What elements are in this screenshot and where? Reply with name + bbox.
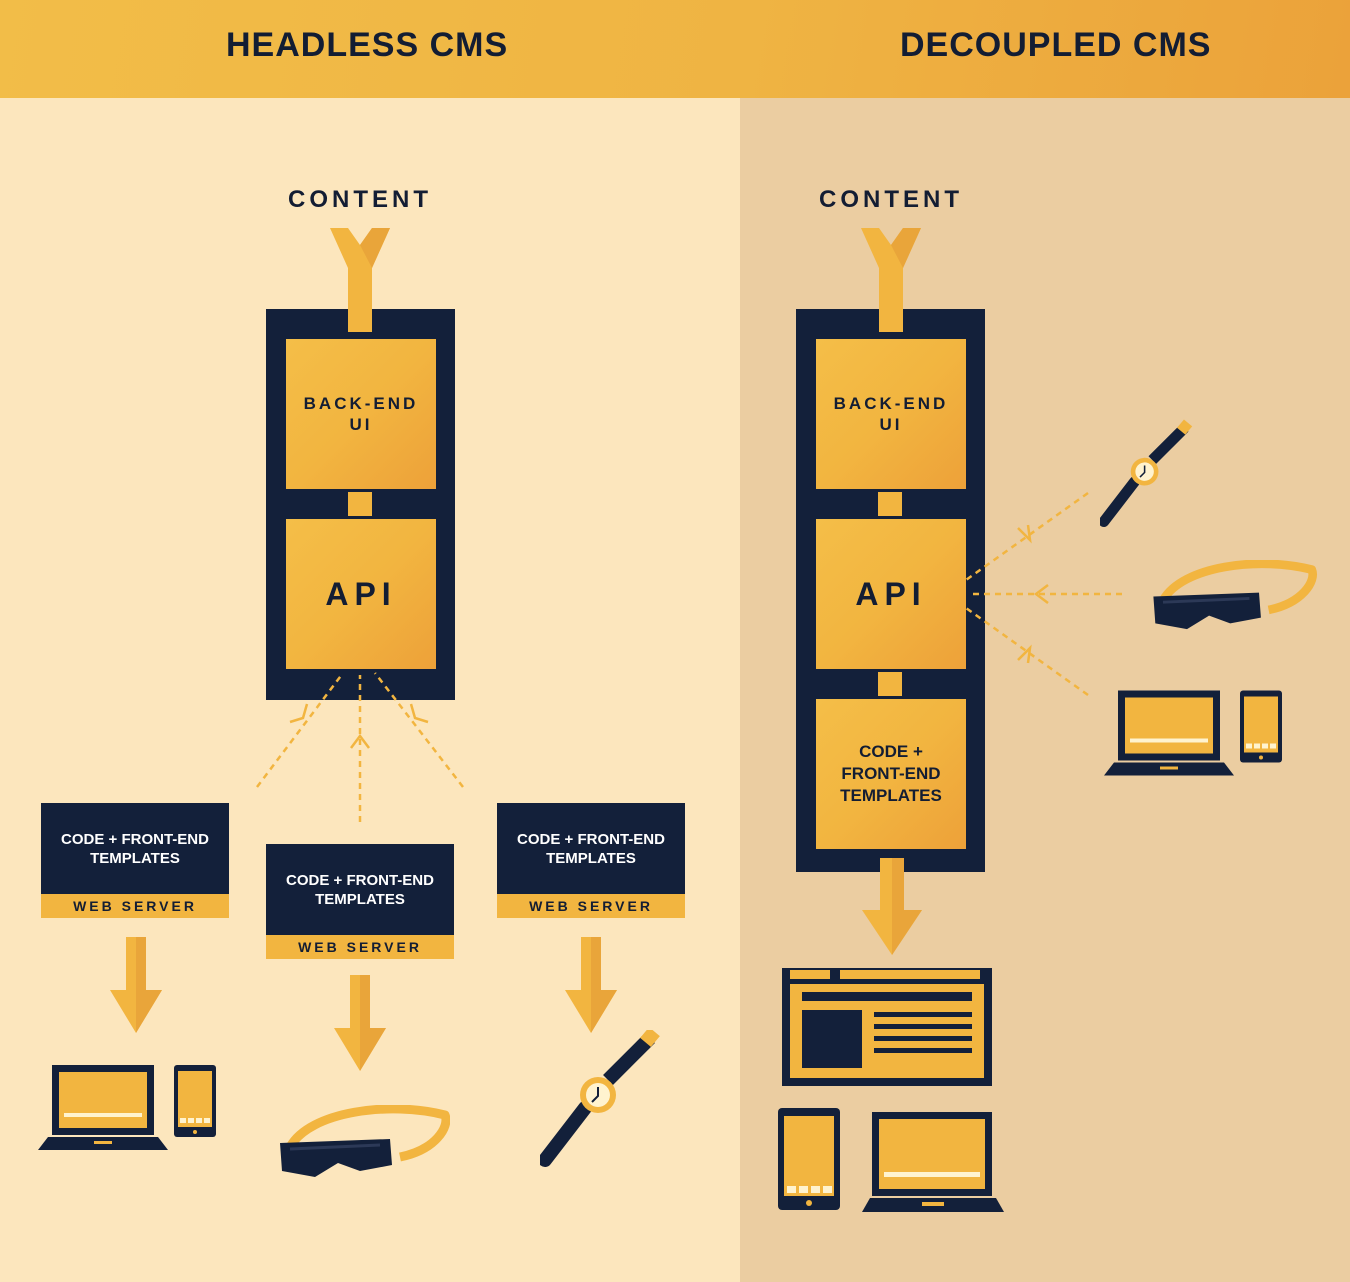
decoupled-connector-2 — [878, 672, 902, 696]
web-server-label: WEB SERVER — [266, 935, 454, 959]
laptop-phone-icon — [38, 1065, 216, 1150]
decoupled-content-label: CONTENT — [819, 186, 963, 213]
decoupled-api-label: API — [855, 575, 927, 612]
code-templates-label: CODE + FRONT-END TEMPLATES — [517, 830, 665, 867]
decoupled-backend-label: BACK-END UI — [833, 394, 949, 434]
decoupled-code-block: CODE + FRONT-END TEMPLATES — [816, 699, 966, 849]
headless-content-label: CONTENT — [288, 186, 432, 213]
delivery-arrow — [565, 937, 617, 1033]
header-bar: HEADLESS CMS DECOUPLED CMS — [0, 0, 1350, 98]
website-icon — [782, 968, 992, 1086]
decoupled-code-label: CODE + FRONT-END TEMPLATES — [840, 742, 942, 805]
api-request-arrows — [965, 491, 1122, 697]
decoupled-cms-title: DECOUPLED CMS — [900, 26, 1212, 64]
delivery-arrow — [334, 975, 386, 1071]
vr-headset-icon — [280, 1109, 446, 1177]
headless-cms-frame: BACK-END UI API — [266, 309, 455, 700]
web-server-label: WEB SERVER — [497, 894, 685, 918]
web-server-1: CODE + FRONT-END TEMPLATES WEB SERVER — [41, 803, 229, 918]
headless-api-label: API — [325, 575, 397, 612]
smartwatch-icon — [1104, 419, 1192, 521]
code-templates-label: CODE + FRONT-END TEMPLATES — [61, 830, 209, 867]
content-arrow — [861, 228, 921, 332]
code-templates-label: CODE + FRONT-END TEMPLATES — [286, 871, 434, 908]
delivery-arrow — [862, 858, 922, 955]
decoupled-cms-frame: BACK-END UI API CODE + FRONT-END TEMPLAT… — [796, 309, 985, 872]
headless-cms-title: HEADLESS CMS — [226, 26, 509, 64]
web-server-label: WEB SERVER — [41, 894, 229, 918]
headless-api-block: API — [286, 519, 436, 669]
smartwatch-icon — [545, 1027, 660, 1160]
web-server-3: CODE + FRONT-END TEMPLATES WEB SERVER — [497, 803, 685, 918]
content-arrow — [330, 228, 390, 332]
delivery-arrow — [110, 937, 162, 1033]
decoupled-backend-block: BACK-END UI — [816, 339, 966, 489]
headless-connector — [348, 492, 372, 516]
laptop-phone-icon — [1104, 690, 1282, 776]
headless-backend-block: BACK-END UI — [286, 339, 436, 489]
decoupled-connector-1 — [878, 492, 902, 516]
decoupled-api-block: API — [816, 519, 966, 669]
tablet-icon — [778, 1108, 840, 1210]
headless-backend-label: BACK-END UI — [303, 394, 419, 434]
api-request-arrows — [256, 672, 464, 822]
vr-headset-icon — [1153, 564, 1312, 629]
web-server-2: CODE + FRONT-END TEMPLATES WEB SERVER — [266, 844, 454, 959]
laptop-icon — [862, 1112, 1004, 1212]
